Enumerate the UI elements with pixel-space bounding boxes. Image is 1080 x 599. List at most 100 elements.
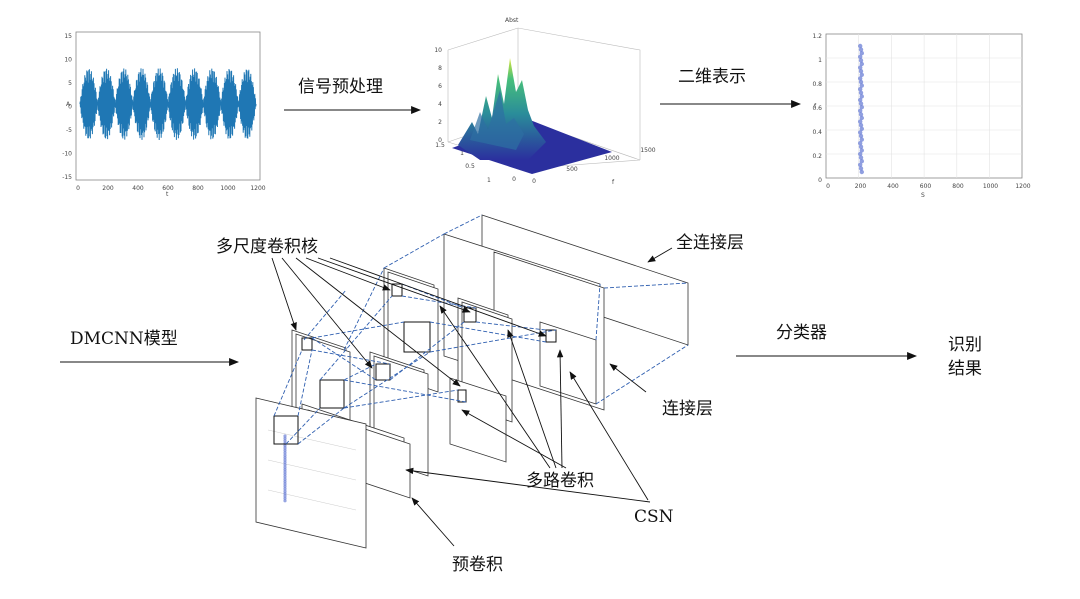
pointer-lines [271, 247, 673, 547]
input-image-grid [267, 429, 357, 511]
plot3-y-tick: 0.6 [812, 105, 822, 112]
plot3-marker [859, 148, 864, 153]
plot1-y-tick: 0 [68, 104, 72, 111]
plot3-markers [858, 43, 864, 175]
input-dot [283, 494, 287, 498]
plot2-front-tick: 1000 [604, 155, 619, 162]
plot3-marker [858, 123, 864, 128]
plot3-y-tick: 1 [818, 57, 822, 64]
plot3-marker [858, 166, 864, 171]
input-dot [283, 436, 287, 440]
plot2-z-tick: 6 [438, 83, 442, 90]
plot3-marker [858, 130, 863, 135]
plot1-x-tick: 1000 [220, 185, 235, 192]
plot2-left-tick: 1 [460, 150, 464, 157]
plot3-ylabel: f [814, 103, 817, 110]
dmcnn-network [255, 214, 689, 549]
plot3-marker [858, 133, 864, 139]
plot3-marker [858, 162, 863, 167]
plot3-marker [858, 90, 864, 96]
input-dot [283, 451, 287, 455]
input-dot [283, 434, 287, 438]
input-dot [283, 472, 287, 476]
label-multiscale-kernel: 多尺度卷积核 [216, 237, 318, 257]
kernel-d [301, 337, 313, 351]
plot3-marker [858, 155, 864, 160]
plot3-marker [859, 61, 864, 67]
plot2-z-tick: 8 [438, 65, 442, 72]
plot3-marker [858, 69, 864, 74]
input-dot [283, 468, 287, 472]
label-recog-line1: 识别 [948, 335, 982, 355]
plot1-y-tick: 10 [64, 57, 72, 64]
plot1-x-tick: 1200 [250, 185, 265, 192]
plot3-y-tick: 0.2 [812, 153, 822, 160]
plot3-y-tick: 0 [818, 177, 822, 184]
plot2-left-ticks: 1.510.50 [435, 142, 516, 183]
plot3-x-tick: 800 [952, 183, 964, 190]
plot1-xlabel: t [166, 191, 169, 198]
plot3-xlabel: S [921, 192, 925, 199]
plot3-x-tick: 200 [855, 183, 867, 190]
plot3-marker [858, 79, 864, 85]
plot1-x-tick: 0 [76, 185, 80, 192]
signal-waveform [79, 68, 257, 141]
label-recog-line2: 结果 [948, 359, 982, 379]
plot3-x-tick: 1000 [983, 183, 998, 190]
input-dot [283, 499, 287, 503]
plot1-y-tick: 5 [68, 80, 72, 87]
input-dot [283, 446, 287, 450]
surface-ripples [470, 90, 524, 150]
plot3-marker [858, 47, 864, 52]
plot3-marker [858, 87, 863, 92]
plot3-x-tick: 400 [887, 183, 899, 190]
input-dot [283, 444, 287, 448]
plot1-ylabel: A [66, 101, 71, 108]
plot3-marker [859, 169, 864, 175]
plot3-marker [858, 97, 863, 103]
plot3-marker [859, 72, 864, 78]
input-dot [283, 460, 287, 464]
plot3-marker [859, 105, 864, 110]
plot1-y-tick: -15 [62, 174, 72, 181]
input-dot [283, 456, 287, 460]
plot3-marker [858, 108, 863, 114]
plot2-front-tick: 1500 [640, 147, 655, 154]
plot3-marker [858, 58, 864, 63]
kernel-d-large [319, 379, 345, 409]
input-dot [283, 453, 287, 457]
plot3-y-tick: 0.8 [812, 81, 822, 88]
plot3-marker [858, 141, 863, 146]
plot1-x-tick: 600 [162, 185, 174, 192]
plot1-y-tick: -5 [66, 127, 72, 134]
input-dot [283, 470, 287, 474]
plot3-marker [858, 144, 864, 149]
plot2-title: Abst [505, 17, 519, 24]
input-dot [283, 463, 287, 467]
input-dot [283, 448, 287, 452]
plot2-front-tick: 0 [532, 178, 536, 185]
kernel-f [457, 389, 467, 403]
plot3-marker [859, 51, 864, 56]
plot3-marker [858, 65, 863, 70]
input-dot [283, 480, 287, 484]
input-dot [283, 439, 287, 443]
plot3-marker [859, 137, 864, 142]
input-dot [283, 492, 287, 496]
kernel-e [375, 363, 391, 381]
plot2-z-tick: 0 [438, 137, 442, 144]
plot2-z-tick: 4 [438, 101, 442, 108]
input-dot [283, 489, 287, 493]
plot3-y-tick: 0.4 [812, 129, 822, 136]
plot2-front-tick: 500 [566, 166, 578, 173]
input-dot [283, 482, 287, 486]
label-classifier: 分类器 [776, 323, 827, 343]
plot3-y-tick: 1.2 [812, 33, 822, 40]
input-image-dots [283, 434, 287, 503]
